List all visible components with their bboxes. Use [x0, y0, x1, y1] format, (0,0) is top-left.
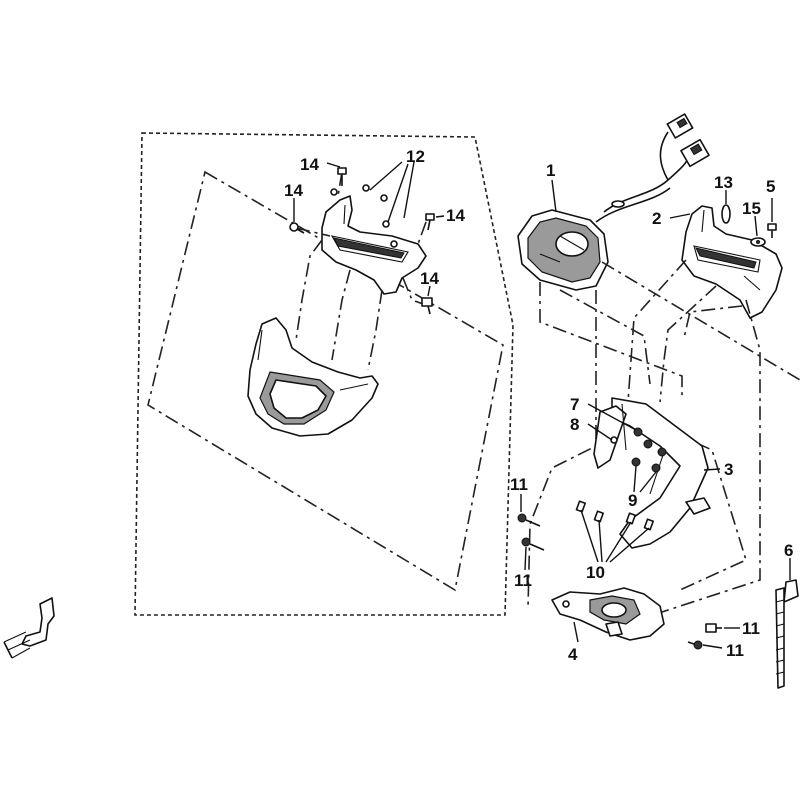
fasteners — [517, 500, 722, 650]
right-upper-bracket — [681, 205, 783, 319]
bolt-14-lower — [421, 297, 433, 315]
lower-bracket — [551, 587, 665, 641]
callout-4: 4 — [568, 645, 578, 664]
callout-14-right: 14 — [446, 206, 465, 225]
callout-14-left: 14 — [284, 181, 303, 200]
wire-harness — [595, 113, 710, 223]
bolt-14-top — [337, 167, 347, 186]
callout-11-c: 11 — [742, 619, 760, 638]
callout-labels: 12 14 14 14 14 1 13 5 2 15 7 8 3 9 11 11… — [284, 147, 793, 664]
left-upper-bracket — [321, 195, 427, 295]
callout-11-d: 11 — [726, 641, 744, 660]
callout-11-b: 11 — [514, 571, 532, 590]
callout-5: 5 — [766, 177, 775, 196]
callout-11-a: 11 — [510, 475, 528, 494]
left-bolts — [289, 167, 435, 315]
callout-8: 8 — [570, 415, 579, 434]
bolt-14-left — [289, 222, 305, 234]
right-guides — [527, 259, 800, 613]
left-guides — [295, 171, 427, 371]
callout-3: 3 — [724, 460, 733, 479]
callout-9: 9 — [628, 491, 637, 510]
front-direction-arrow-icon — [3, 597, 55, 659]
callout-13: 13 — [714, 173, 733, 192]
bolt-5 — [767, 223, 777, 238]
callout-6: 6 — [784, 541, 793, 560]
leader-lines — [293, 161, 791, 649]
callout-2: 2 — [652, 209, 661, 228]
left-assembly-plane — [147, 170, 504, 592]
frame-stay — [593, 397, 711, 549]
o-ring-13 — [721, 204, 731, 224]
bolt-11-a — [517, 513, 541, 527]
callout-14-top: 14 — [300, 155, 319, 174]
bolt-14-right — [425, 213, 435, 231]
callout-10: 10 — [586, 563, 605, 582]
washer-15 — [750, 237, 766, 247]
callout-12: 12 — [406, 147, 425, 166]
instrument-cluster — [517, 209, 609, 291]
callout-14-lower: 14 — [420, 269, 439, 288]
left-front-cowl — [247, 317, 379, 437]
cable-tie — [775, 579, 799, 689]
callout-1: 1 — [546, 161, 555, 180]
bolt-11-c — [705, 623, 722, 633]
bolt-11-b — [521, 537, 545, 551]
callout-15: 15 — [742, 199, 761, 218]
bolt-11-d — [687, 640, 703, 650]
callout-7: 7 — [570, 395, 579, 414]
